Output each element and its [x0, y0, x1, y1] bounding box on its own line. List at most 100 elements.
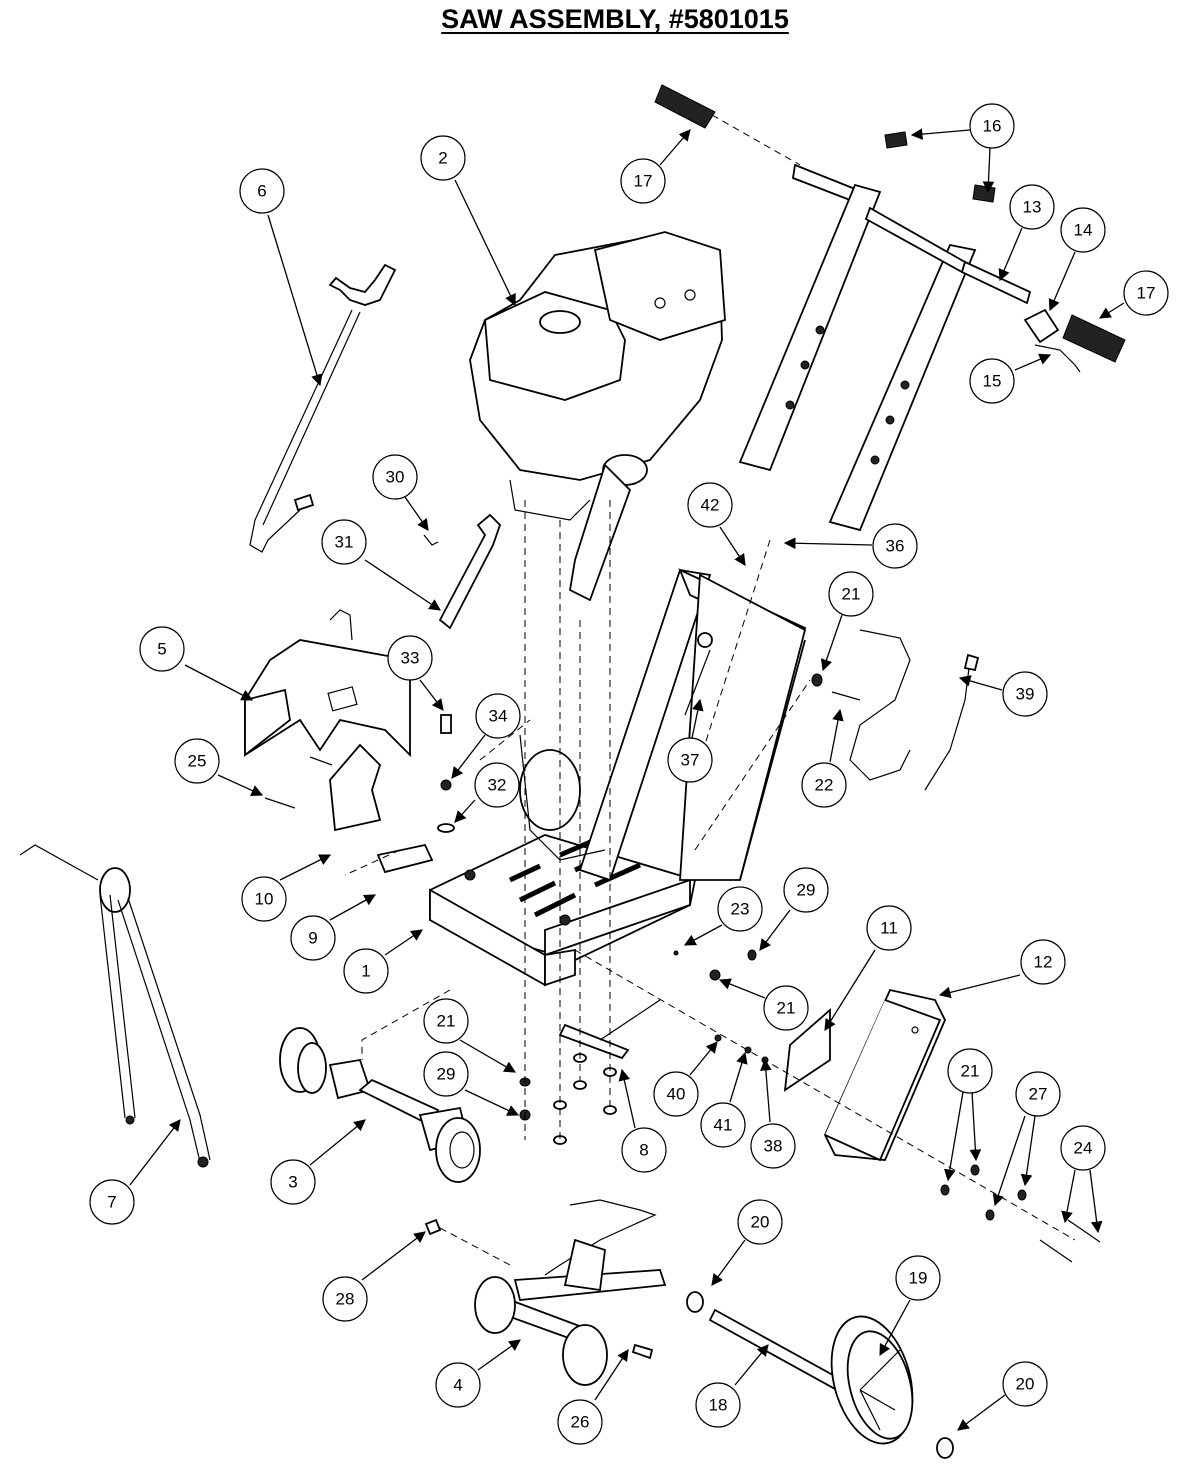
- callout-circle: [557, 1399, 603, 1445]
- callout-22: 22: [801, 762, 847, 808]
- callout-circle: [1002, 1361, 1048, 1407]
- leader-arrow-29: [759, 909, 791, 951]
- callout-circle: [1009, 184, 1055, 230]
- small-hardware: [673, 949, 1101, 1263]
- callout-number: 17: [634, 172, 653, 191]
- callout-number: 14: [1074, 221, 1093, 240]
- callout-circle: [687, 482, 733, 528]
- callout-24: 24: [1060, 1125, 1106, 1171]
- front-axle: [279, 1027, 481, 1183]
- callout-8: 8: [621, 1127, 667, 1173]
- callout-33: 33: [387, 635, 433, 681]
- callout-circle: [947, 1048, 993, 1094]
- callout-number: 11: [880, 919, 898, 938]
- callout-number: 29: [437, 1065, 456, 1084]
- rear-frame: [474, 1199, 667, 1386]
- callout-number: 34: [489, 707, 508, 726]
- callout-27: 27: [1015, 1071, 1061, 1117]
- callout-circle: [1123, 270, 1169, 316]
- assembly-guide-lines: [344, 500, 1076, 1266]
- callout-number: 24: [1074, 1139, 1093, 1158]
- leader-arrow-31: [364, 559, 441, 611]
- leader-arrow-24: [1061, 1169, 1076, 1224]
- callout-20: 20: [737, 1199, 783, 1245]
- nut-28: [424, 1218, 442, 1236]
- callout-number: 22: [815, 776, 834, 795]
- leader-arrow-32: [454, 799, 476, 823]
- callout-number: 21: [961, 1062, 980, 1081]
- callout-number: 20: [1016, 1375, 1035, 1394]
- engine: [469, 231, 726, 521]
- callout-circle: [620, 158, 666, 204]
- leader-arrow-21: [944, 1091, 964, 1182]
- callout-circle: [895, 1255, 941, 1301]
- callout-number: 29: [797, 881, 816, 900]
- leader-arrow-5: [184, 664, 254, 701]
- callout-number: 8: [639, 1141, 648, 1160]
- callout-number: 12: [1034, 953, 1053, 972]
- callout-11: 11: [866, 905, 912, 951]
- callout-37: 37: [667, 737, 713, 783]
- callout-number: 19: [909, 1269, 928, 1288]
- leader-arrow-26: [594, 1349, 629, 1401]
- callout-9: 9: [290, 915, 336, 961]
- callout-circle: [139, 626, 185, 672]
- callout-19: 19: [895, 1255, 941, 1301]
- callout-number: 20: [751, 1213, 770, 1232]
- callout-number: 30: [386, 468, 405, 487]
- callout-number: 37: [681, 751, 700, 770]
- callout-14: 14: [1060, 207, 1106, 253]
- blade-wrench-tool: [19, 844, 211, 1168]
- callout-17: 17: [1123, 270, 1169, 316]
- callout-number: 21: [777, 999, 796, 1018]
- leader-arrow-16: [910, 128, 971, 140]
- leader-arrow-10: [279, 854, 332, 881]
- leader-arrow-21: [969, 1091, 982, 1162]
- leader-arrow-28: [361, 1231, 426, 1281]
- callout-5: 5: [139, 626, 185, 672]
- leader-arrow-21: [718, 978, 766, 999]
- callout-21: 21: [763, 985, 809, 1031]
- wrench: [438, 513, 502, 630]
- callout-number: 33: [401, 649, 420, 668]
- leader-arrow-38: [760, 1058, 772, 1123]
- leader-lines: [129, 128, 1125, 1431]
- pin-26: [631, 1343, 654, 1360]
- callout-circle: [667, 737, 713, 783]
- callout-number: 4: [453, 1376, 462, 1395]
- callout-6: 6: [239, 168, 285, 214]
- callout-number: 40: [667, 1085, 686, 1104]
- leader-arrow-34: [451, 734, 486, 779]
- leader-arrow-42: [719, 526, 746, 566]
- callout-7: 7: [89, 1179, 135, 1225]
- callout-number: 3: [288, 1173, 297, 1192]
- pin: [423, 534, 439, 546]
- callout-number: 15: [983, 372, 1002, 391]
- leader-arrow-20: [711, 1239, 746, 1286]
- collar-20-outer: [936, 1437, 954, 1459]
- callout-circle: [343, 948, 389, 994]
- callout-number: 25: [188, 752, 207, 771]
- leader-arrow-29: [464, 1089, 520, 1116]
- callout-circle: [695, 1382, 741, 1428]
- callout-13: 13: [1009, 184, 1055, 230]
- tensioner-plate: [519, 999, 661, 1145]
- leader-arrow-17: [1099, 302, 1125, 319]
- callout-number: 13: [1023, 198, 1042, 217]
- handle-assembly: [738, 163, 1032, 532]
- callout-bubbles: 1234567891011121314151617171819202021212…: [89, 103, 1169, 1445]
- leader-arrow-8: [618, 1068, 636, 1129]
- leader-arrow-21: [459, 1039, 517, 1073]
- callout-circle: [1060, 207, 1106, 253]
- pivot-bolt-22: [811, 673, 861, 701]
- callout-29: 29: [783, 867, 829, 913]
- callout-2: 2: [420, 135, 466, 181]
- leader-arrow-9: [329, 894, 377, 921]
- callout-23: 23: [717, 886, 763, 932]
- callout-12: 12: [1020, 939, 1066, 985]
- callout-34: 34: [475, 693, 521, 739]
- leader-arrow-19: [879, 1299, 911, 1357]
- leader-arrow-11: [824, 949, 876, 1031]
- diagram-title: SAW ASSEMBLY, #5801015: [441, 4, 789, 34]
- callout-circle: [270, 1159, 316, 1205]
